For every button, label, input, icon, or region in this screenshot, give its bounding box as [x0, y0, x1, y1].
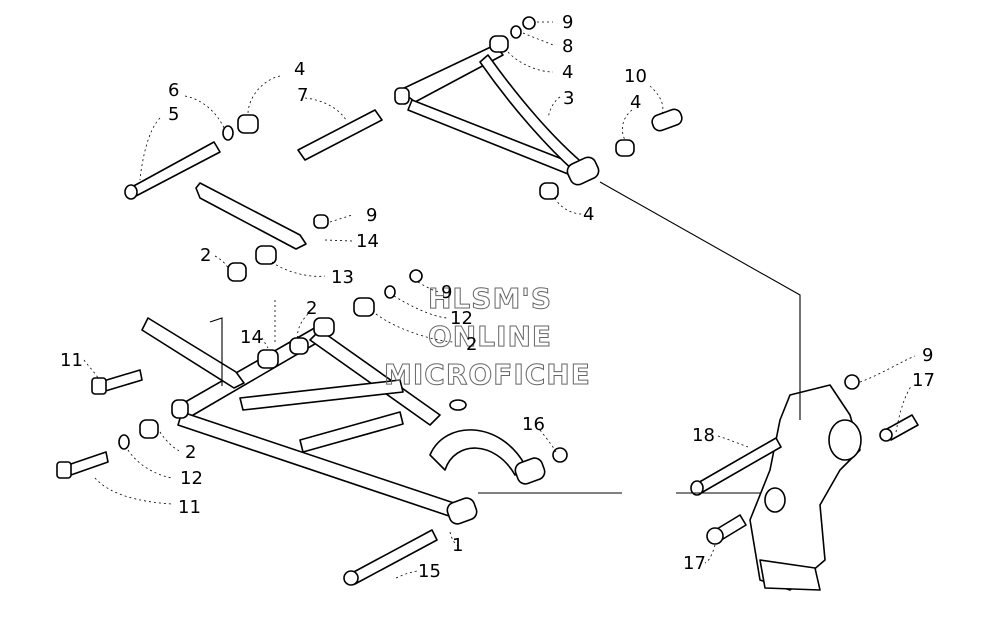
watermark: HLSM'S ONLINE MICROFICHE — [384, 282, 591, 392]
callout-9-top: 9 — [562, 12, 573, 33]
callout-17-bottom: 17 — [683, 553, 706, 574]
callout-4-right: 4 — [630, 92, 641, 113]
callout-11-bottom: 11 — [178, 497, 201, 518]
callout-7: 7 — [297, 85, 308, 106]
callout-12-top: 12 — [450, 308, 473, 329]
upper-pin-and-bolt — [124, 109, 383, 200]
callout-9-right: 9 — [922, 345, 933, 366]
callout-6: 6 — [168, 80, 179, 101]
watermark-line-1: HLSM'S — [428, 282, 552, 315]
callout-1: 1 — [452, 535, 463, 556]
callout-4-top: 4 — [562, 62, 573, 83]
lower-bushings — [118, 269, 568, 463]
callout-3: 3 — [563, 88, 574, 109]
callout-8: 8 — [562, 36, 573, 57]
callout-labels: 9 8 4 10 3 4 4 4 7 6 5 9 14 2 13 2 9 12 … — [60, 12, 935, 582]
callout-4-left: 4 — [294, 59, 305, 80]
callout-2-mid: 2 — [306, 298, 317, 319]
callout-10: 10 — [624, 66, 647, 87]
callout-17-top: 17 — [912, 370, 935, 391]
middle-bushings — [227, 245, 277, 282]
lower-link-rod — [141, 317, 245, 389]
upper-a-arm — [394, 44, 600, 186]
upper-bushings — [489, 16, 683, 200]
callout-2-left: 2 — [200, 245, 211, 266]
leader-lines — [83, 21, 916, 579]
callout-2-right: 2 — [466, 334, 477, 355]
callout-14-lower: 14 — [240, 327, 263, 348]
callout-13: 13 — [331, 267, 354, 288]
callout-15: 15 — [418, 561, 441, 582]
upper-link-rod — [195, 182, 329, 250]
callout-18: 18 — [692, 425, 715, 446]
callout-16: 16 — [522, 414, 545, 435]
watermark-line-3: MICROFICHE — [384, 358, 591, 391]
callout-9-lower: 9 — [441, 282, 452, 303]
callout-4-lower: 4 — [583, 204, 594, 225]
callout-2-bottom: 2 — [185, 442, 196, 463]
reference-lines — [209, 181, 801, 494]
callout-9-mid: 9 — [366, 205, 377, 226]
callout-11-top: 11 — [60, 350, 83, 371]
lower-bolts — [56, 369, 438, 586]
callout-12-bottom: 12 — [180, 468, 203, 489]
callout-5: 5 — [168, 104, 179, 125]
callout-14-top: 14 — [356, 231, 379, 252]
spindle — [690, 374, 919, 591]
watermark-line-2: ONLINE — [428, 320, 552, 353]
